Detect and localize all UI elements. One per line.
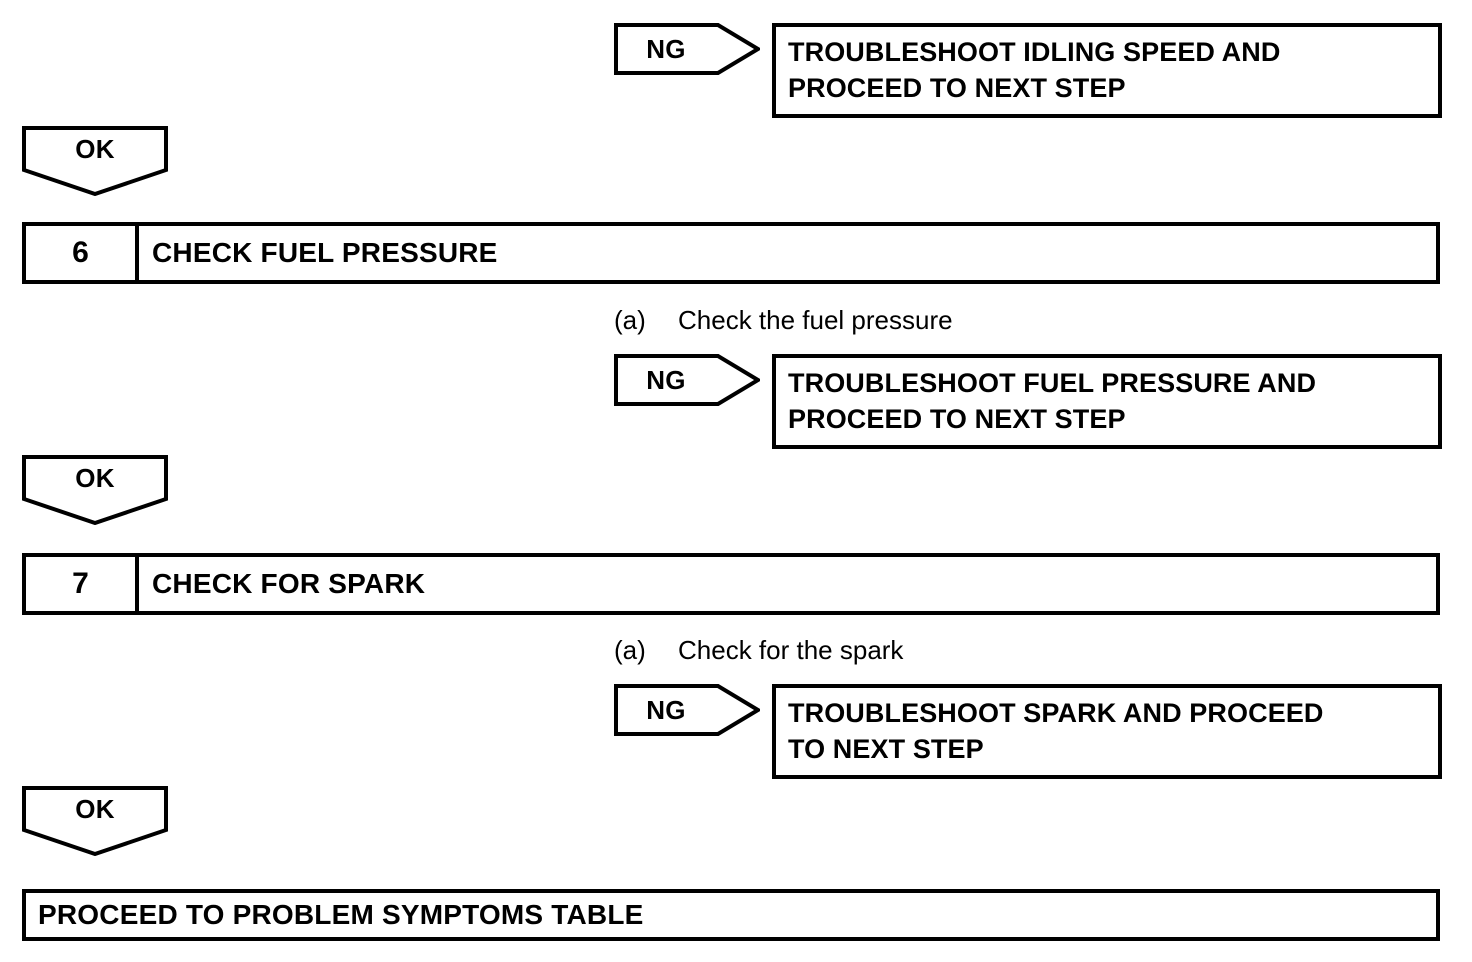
step-box-6: 6 CHECK FUEL PRESSURE	[22, 222, 1440, 284]
ng-pentagon-icon	[614, 23, 760, 75]
ok-tag-3: OK	[22, 786, 168, 856]
ok-pentagon-icon	[22, 786, 168, 856]
terminal-text: PROCEED TO PROBLEM SYMPTOMS TABLE	[38, 899, 644, 930]
ng-tag-fuel-pressure: NG	[614, 354, 760, 406]
ng-tag-idling-speed: NG	[614, 23, 760, 75]
substep-7-a: (a) Check for the spark	[614, 635, 903, 666]
step-box-7: 7 CHECK FOR SPARK	[22, 553, 1440, 615]
ng-result-text: TROUBLESHOOT IDLING SPEED AND PROCEED TO…	[788, 37, 1281, 103]
ng-result-text: TROUBLESHOOT FUEL PRESSURE AND PROCEED T…	[788, 368, 1317, 434]
ng-result-box-spark: TROUBLESHOOT SPARK AND PROCEED TO NEXT S…	[772, 684, 1442, 779]
substep-marker: (a)	[614, 635, 646, 665]
ng-result-text: TROUBLESHOOT SPARK AND PROCEED TO NEXT S…	[788, 698, 1324, 764]
ng-result-box-fuel-pressure: TROUBLESHOOT FUEL PRESSURE AND PROCEED T…	[772, 354, 1442, 449]
ok-tag-label: OK	[75, 463, 115, 493]
ng-result-box-idling-speed: TROUBLESHOOT IDLING SPEED AND PROCEED TO…	[772, 23, 1442, 118]
ok-tag-1: OK	[22, 126, 168, 196]
ng-tag-label: NG	[646, 695, 686, 725]
ok-pentagon-icon	[22, 126, 168, 196]
ng-tag-label: NG	[646, 34, 686, 64]
substep-marker: (a)	[614, 305, 646, 335]
step-number: 7	[26, 557, 139, 611]
substep-text: Check the fuel pressure	[678, 305, 953, 335]
substep-text: Check for the spark	[678, 635, 904, 665]
ng-tag-label: NG	[646, 365, 686, 395]
ok-tag-2: OK	[22, 455, 168, 525]
ng-pentagon-icon	[614, 684, 760, 736]
substep-6-a: (a) Check the fuel pressure	[614, 305, 953, 336]
ok-tag-label: OK	[75, 134, 115, 164]
ng-pentagon-icon	[614, 354, 760, 406]
ok-pentagon-icon	[22, 455, 168, 525]
step-title: CHECK FOR SPARK	[152, 568, 426, 599]
step-number: 6	[26, 226, 139, 280]
ng-tag-spark: NG	[614, 684, 760, 736]
terminal-box-problem-symptoms-table: PROCEED TO PROBLEM SYMPTOMS TABLE	[22, 889, 1440, 941]
step-title: CHECK FUEL PRESSURE	[152, 237, 498, 268]
ok-tag-label: OK	[75, 794, 115, 824]
